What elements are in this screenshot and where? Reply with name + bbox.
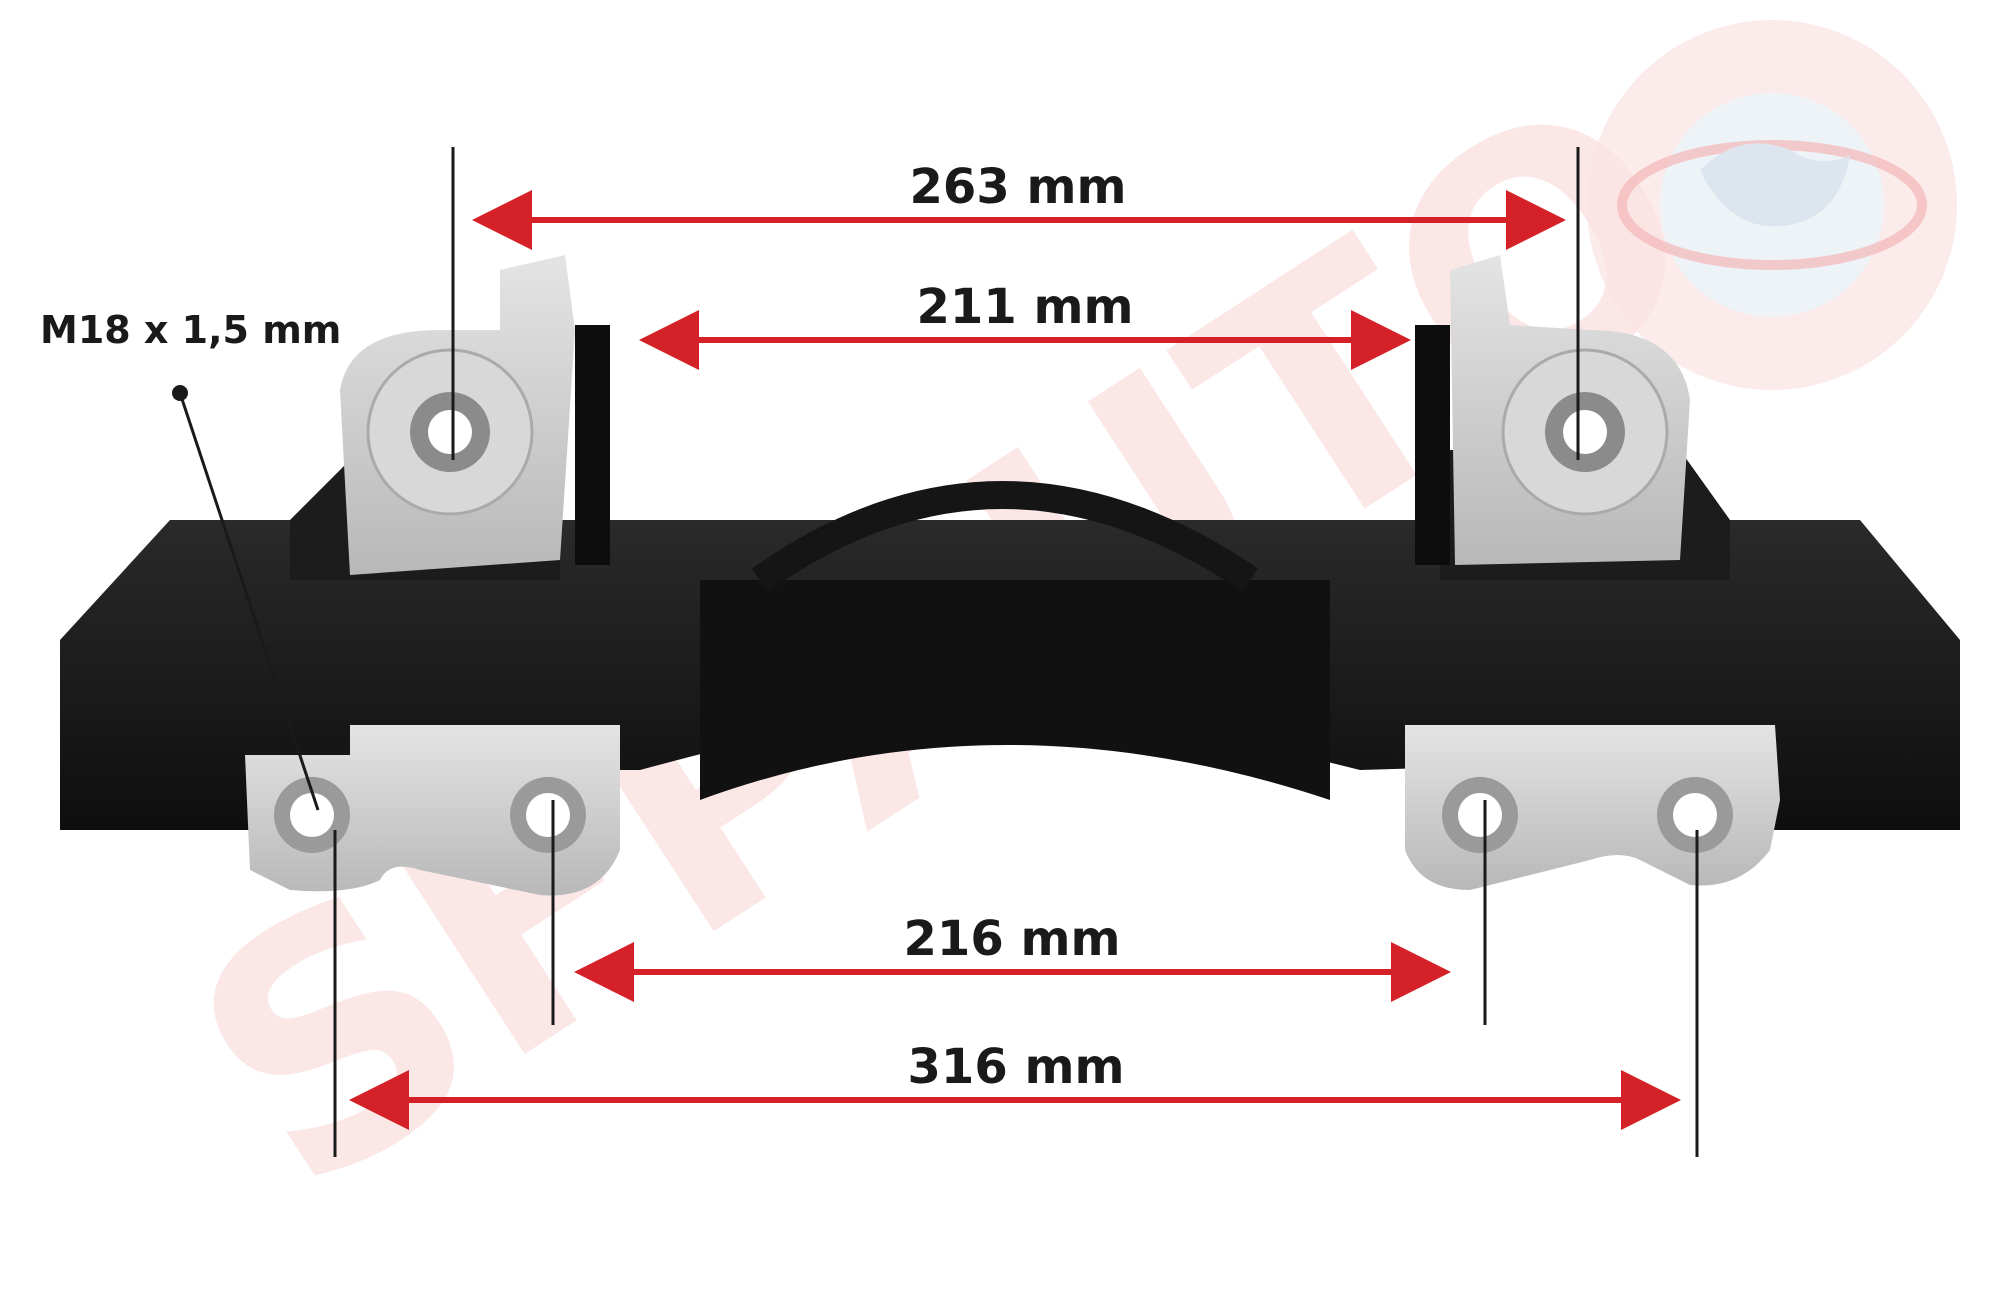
thread-label: M18 x 1,5 mm bbox=[40, 308, 341, 352]
globe-logo-icon bbox=[1587, 20, 1957, 390]
dimension-arrows bbox=[349, 190, 1681, 1130]
left-mount-ear bbox=[340, 255, 610, 575]
right-mount-ear bbox=[1415, 255, 1690, 565]
dimension-label-top-inner: 211 mm bbox=[917, 279, 1134, 335]
dimension-label-top-outer: 263 mm bbox=[910, 159, 1127, 215]
dimension-label-bottom-inner: 216 mm bbox=[904, 911, 1121, 967]
thread-callout: M18 x 1,5 mm bbox=[40, 308, 341, 811]
left-bottom-plate bbox=[245, 725, 620, 896]
extension-lines bbox=[333, 147, 1699, 1157]
callout-leader-line bbox=[178, 392, 320, 811]
dimension-label-bottom-outer: 316 mm bbox=[908, 1039, 1125, 1095]
right-bottom-plate bbox=[1405, 725, 1780, 890]
